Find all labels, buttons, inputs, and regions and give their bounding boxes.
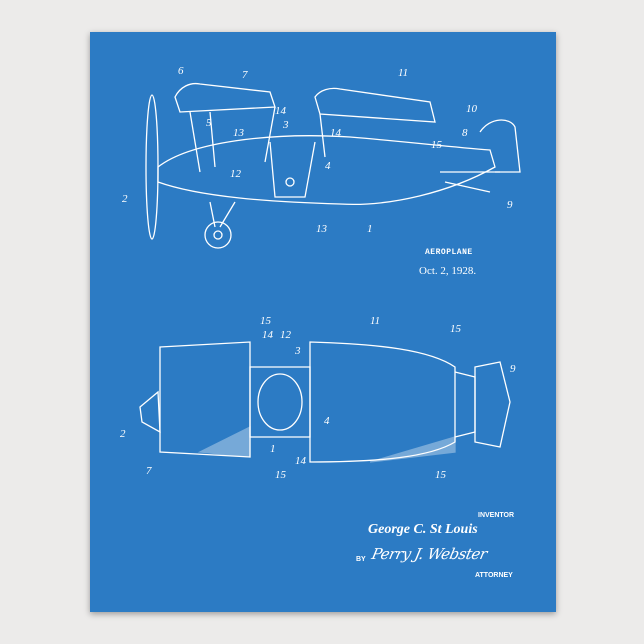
- svg-text:13: 13: [316, 223, 328, 235]
- inventor-name: George C. St Louis: [368, 522, 478, 538]
- svg-text:14: 14: [295, 455, 307, 467]
- svg-text:1: 1: [270, 443, 276, 455]
- svg-text:7: 7: [146, 465, 152, 477]
- svg-text:15: 15: [450, 323, 462, 335]
- svg-text:15: 15: [435, 469, 447, 481]
- svg-text:14: 14: [275, 105, 287, 117]
- svg-text:3: 3: [294, 345, 301, 357]
- svg-text:11: 11: [370, 315, 380, 327]
- svg-text:9: 9: [507, 199, 513, 211]
- svg-text:9: 9: [510, 363, 516, 375]
- svg-text:10: 10: [466, 103, 478, 115]
- svg-text:13: 13: [233, 127, 245, 139]
- attorney-signature: Perry J. Webster: [370, 544, 489, 563]
- svg-text:8: 8: [462, 127, 468, 139]
- svg-text:15: 15: [260, 315, 272, 327]
- svg-text:15: 15: [431, 139, 443, 151]
- svg-text:5: 5: [206, 117, 212, 129]
- svg-text:12: 12: [280, 329, 292, 341]
- svg-text:4: 4: [324, 415, 330, 427]
- svg-text:14: 14: [330, 127, 342, 139]
- side-view-callouts: 6 7 5 11 10 14 3 13 14 8 15 4 12 2 13 1 …: [122, 65, 513, 235]
- aeroplane-drawing: 6 7 5 11 10 14 3 13 14 8 15 4 12 2 13 1 …: [90, 32, 556, 612]
- svg-text:11: 11: [398, 67, 408, 79]
- svg-text:4: 4: [325, 160, 331, 172]
- attorney-heading: ATTORNEY: [475, 572, 513, 579]
- patent-title: AEROPLANE: [425, 248, 473, 257]
- blueprint-poster: 6 7 5 11 10 14 3 13 14 8 15 4 12 2 13 1 …: [90, 32, 556, 612]
- svg-text:14: 14: [262, 329, 274, 341]
- top-view: [140, 342, 510, 462]
- svg-text:7: 7: [242, 69, 248, 81]
- svg-text:12: 12: [230, 168, 242, 180]
- inventor-heading: INVENTOR: [478, 512, 514, 519]
- svg-text:3: 3: [282, 119, 289, 131]
- svg-text:15: 15: [275, 469, 287, 481]
- svg-text:2: 2: [120, 428, 126, 440]
- patent-date: Oct. 2, 1928.: [419, 265, 476, 277]
- svg-text:6: 6: [178, 65, 184, 77]
- svg-text:1: 1: [367, 223, 373, 235]
- by-label: BY: [356, 556, 366, 563]
- svg-text:2: 2: [122, 193, 128, 205]
- top-view-callouts: 15 14 12 3 11 15 9 2 4 7 1 14 15 15: [120, 315, 516, 481]
- side-view: [146, 84, 520, 248]
